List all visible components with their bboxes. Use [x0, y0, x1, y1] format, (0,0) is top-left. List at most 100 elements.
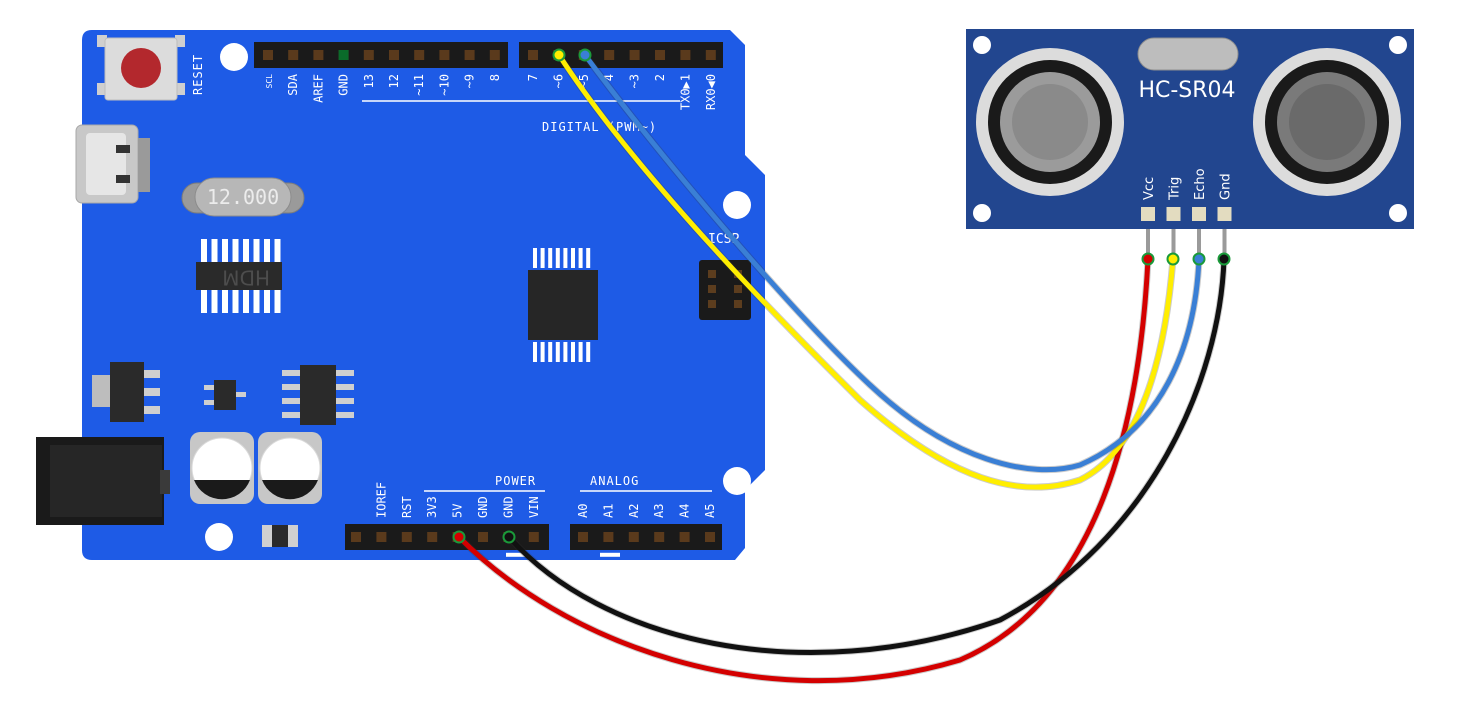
chip-pin	[571, 248, 575, 268]
chip-pin	[222, 239, 228, 262]
header-pin[interactable]	[679, 532, 690, 542]
header-pin[interactable]	[629, 50, 640, 60]
pin-label: 2	[653, 74, 667, 81]
header-pin[interactable]	[389, 50, 399, 60]
voltage-regulator	[92, 362, 160, 422]
capacitor	[190, 432, 254, 504]
sensor-pin-leg[interactable]	[1171, 229, 1176, 259]
pin-label: ~6	[551, 74, 565, 88]
pin-label: GND	[501, 496, 515, 518]
header-pin[interactable]	[654, 532, 665, 542]
chip-pin	[201, 290, 207, 313]
sensor-pin-leg[interactable]	[1146, 229, 1150, 259]
usb-serial-chip: HDM	[196, 239, 282, 313]
smd-diode	[262, 525, 298, 547]
sensor-pin-pad	[1141, 207, 1155, 221]
pin-label: TX0▶1	[678, 74, 692, 110]
header-pin[interactable]	[464, 50, 475, 60]
header-pin[interactable]	[705, 532, 715, 542]
sensor-pin-leg[interactable]	[1222, 229, 1227, 259]
header-pin[interactable]	[489, 50, 500, 60]
header-pin[interactable]	[528, 50, 538, 60]
header-pin[interactable]	[478, 532, 488, 542]
pin-label: ~9	[463, 74, 477, 88]
header-pin[interactable]	[655, 50, 665, 60]
wire-endpoint[interactable]	[578, 48, 592, 62]
header-pin[interactable]	[363, 50, 374, 60]
mounting-hole	[723, 467, 751, 495]
chip-pin	[253, 290, 260, 313]
chip-pin	[506, 552, 526, 557]
wire-d6-trig[interactable]	[556, 52, 1176, 490]
chip-pin	[243, 290, 249, 313]
wire-d5-echo[interactable]	[582, 52, 1202, 473]
chip-pin	[506, 575, 526, 580]
wire-endpoint[interactable]	[1141, 252, 1155, 266]
header-pin[interactable]	[313, 50, 324, 60]
analog-label: ANALOG	[590, 474, 639, 488]
wire-endpoint[interactable]	[1217, 252, 1231, 266]
chip-pin	[274, 290, 281, 313]
pin-label: A2	[627, 504, 641, 518]
sensor-pin-pad	[1166, 207, 1181, 221]
chip-pin	[600, 575, 620, 580]
chip-pin	[201, 239, 207, 262]
chip-pin	[548, 248, 553, 268]
mounting-hole	[205, 523, 233, 551]
pin-label: SCL	[265, 74, 274, 89]
wire-endpoint[interactable]	[502, 530, 516, 544]
pin-label: 3V3	[425, 496, 439, 518]
header-pin-gnd[interactable]	[338, 50, 349, 60]
header-pin[interactable]	[427, 532, 438, 542]
chip-pin	[586, 248, 591, 268]
sensor-pin-label: Echo	[1193, 168, 1208, 200]
wire-endpoint[interactable]	[452, 530, 466, 544]
chip-pin	[264, 290, 270, 313]
mounting-hole	[1389, 36, 1407, 54]
pin-label: ~11	[412, 74, 426, 96]
wire-endpoint[interactable]	[552, 48, 566, 62]
header-pin[interactable]	[680, 50, 691, 60]
header-pin[interactable]	[528, 532, 539, 542]
reset-label: RESET	[191, 54, 205, 95]
pin-label: ~10	[437, 74, 451, 96]
chip-pin	[600, 568, 620, 572]
header-pin[interactable]	[603, 532, 614, 542]
reset-button[interactable]	[97, 35, 185, 101]
pin-label: A0	[576, 504, 590, 518]
board-pcb	[82, 30, 765, 560]
wire-endpoint[interactable]	[1192, 252, 1206, 266]
chip-pin	[563, 342, 568, 362]
header-pin[interactable]	[263, 50, 273, 60]
power-label: POWER	[495, 474, 536, 488]
header-pin[interactable]	[351, 532, 361, 542]
wire-gnd-gnd[interactable]	[506, 256, 1227, 655]
sensor-pin-pad	[1217, 207, 1232, 221]
chip-pin	[253, 239, 260, 262]
pin-label: RX0◀0	[704, 74, 718, 110]
header-pin[interactable]	[604, 50, 615, 60]
sensor-pin-leg[interactable]	[1197, 229, 1201, 259]
header-pin[interactable]	[401, 532, 412, 542]
chip-logo: HDM	[222, 266, 270, 290]
header-pin[interactable]	[439, 50, 450, 60]
pin-label: RST	[400, 496, 414, 518]
chip-pin	[540, 248, 545, 268]
wire-endpoint[interactable]	[1166, 252, 1180, 266]
chip-pin	[211, 239, 218, 262]
pin-label: 13	[362, 74, 376, 88]
header-pin[interactable]	[376, 532, 387, 542]
pin-label: IOREF	[374, 482, 388, 518]
header-pin[interactable]	[288, 50, 299, 60]
header-pin[interactable]	[628, 532, 639, 542]
receiver-transducer	[1253, 48, 1401, 196]
chip-pin	[571, 342, 575, 362]
soic-chip	[282, 365, 354, 425]
wire-5v-vcc[interactable]	[456, 256, 1151, 684]
pin-label: ~3	[628, 74, 642, 88]
header-pin[interactable]	[414, 50, 425, 60]
header-pin[interactable]	[705, 50, 716, 60]
header-pin[interactable]	[578, 532, 588, 542]
